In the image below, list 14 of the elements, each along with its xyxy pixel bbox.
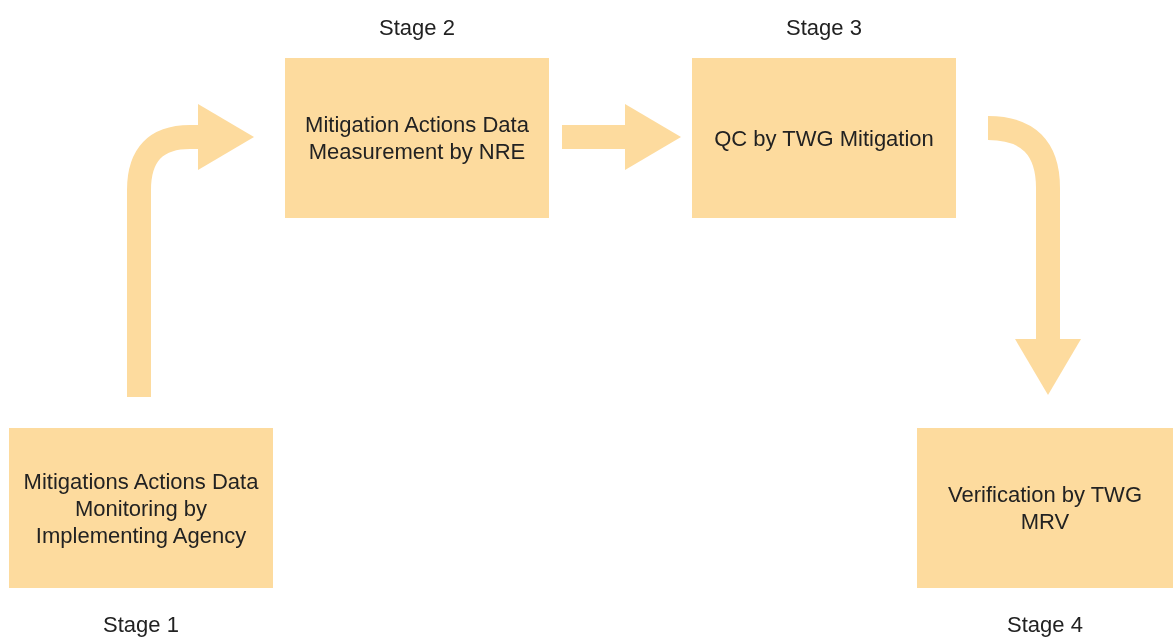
arrow <box>127 104 254 397</box>
box-label: QC by TWG Mitigation <box>714 124 934 152</box>
stage-label: Stage 1 <box>102 612 180 638</box>
process-box <box>9 428 273 588</box>
stage-label: Stage 3 <box>785 15 863 41</box>
process-box <box>285 58 549 218</box>
stage-label: Stage 2 <box>378 15 456 41</box>
box-label: Mitigations Actions Data Monitoring by Implementing Agency <box>22 467 260 549</box>
box-label: Verification by TWG MRV <box>947 481 1143 535</box>
box-label: Mitigation Actions Data Measurement by NRE <box>304 111 530 165</box>
process-box <box>917 428 1173 588</box>
stage-label: Stage 4 <box>1006 612 1084 638</box>
arrow <box>562 104 681 170</box>
process-box <box>692 58 956 218</box>
